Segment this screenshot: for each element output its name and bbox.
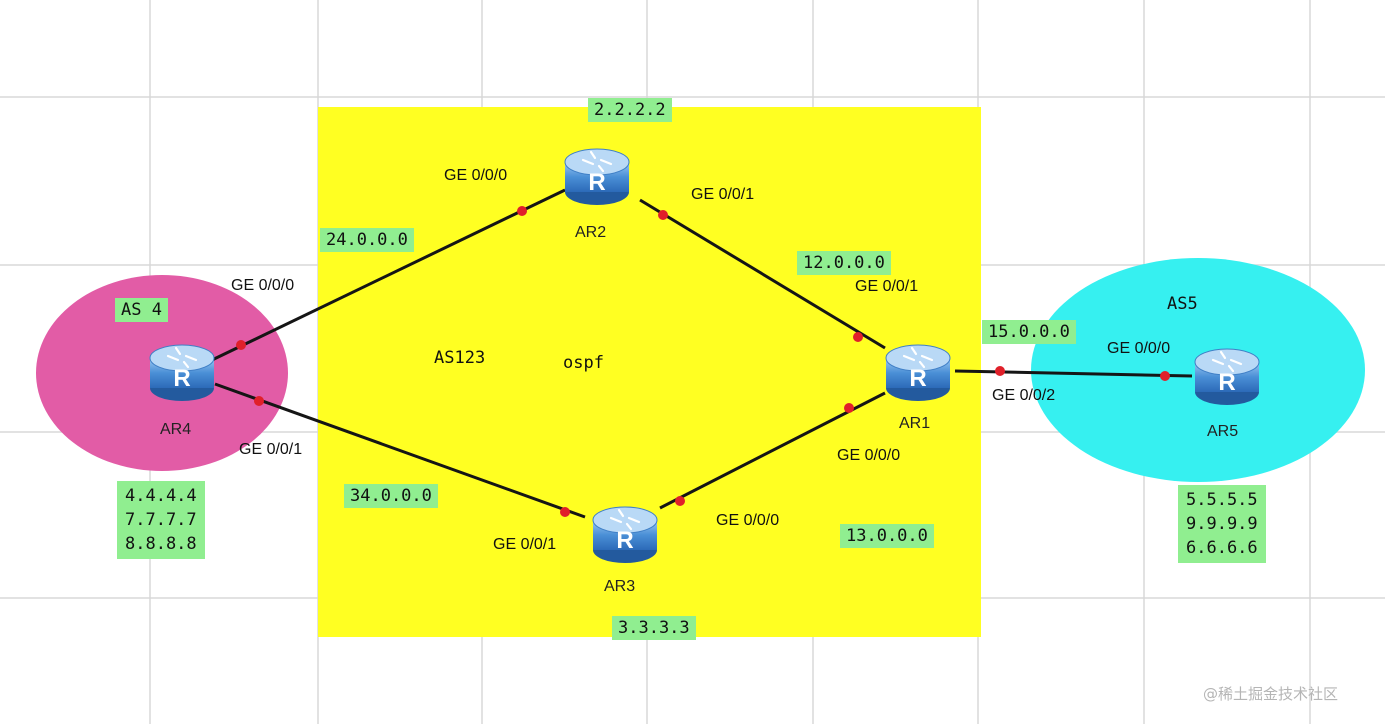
router-ar4-name[interactable]: AR4	[160, 421, 192, 438]
loopback-item: 4.4.4.4	[125, 486, 197, 506]
router-ar3-name[interactable]: AR3	[604, 578, 636, 595]
router-ar5-icon[interactable]	[1193, 347, 1261, 407]
network-label-12: 12.0.0.0	[797, 251, 891, 275]
interface-label-ar2-g001: GE 0/0/1	[691, 186, 755, 203]
watermark: @稀土掘金技术社区	[1203, 685, 1339, 703]
router-ar4-icon[interactable]	[148, 343, 216, 403]
interface-label-ar5-g000: GE 0/0/0	[1107, 340, 1171, 357]
ospf-label: ospf	[563, 353, 604, 373]
as4-label: AS 4	[115, 298, 168, 322]
router-ar1-name[interactable]: AR1	[899, 415, 931, 432]
port-dot	[675, 496, 685, 506]
interface-label-ar4-g001: GE 0/0/1	[239, 441, 303, 458]
loopback-item: 9.9.9.9	[1186, 514, 1258, 534]
interface-label-ar3-g001: GE 0/0/1	[493, 536, 557, 553]
port-dot	[517, 206, 527, 216]
port-dot	[995, 366, 1005, 376]
port-dot	[658, 210, 668, 220]
network-label-13: 13.0.0.0	[840, 524, 934, 548]
interface-label-ar1-g000: GE 0/0/0	[837, 447, 901, 464]
interface-label-ar1-g002: GE 0/0/2	[992, 387, 1056, 404]
link-ar4-ar3	[214, 382, 586, 519]
loopback-item: 7.7.7.7	[125, 510, 197, 530]
interface-label-ar4-g000: GE 0/0/0	[231, 277, 295, 294]
port-dot	[254, 396, 264, 406]
router-ar1-icon[interactable]	[884, 343, 952, 403]
router-ar3-icon[interactable]	[591, 505, 659, 565]
as123-label: AS123	[434, 348, 486, 368]
interface-label-ar1-g001: GE 0/0/1	[855, 278, 919, 295]
router-ar5-name[interactable]: AR5	[1207, 423, 1239, 440]
link-ar1-ar5	[954, 369, 1193, 378]
interface-label-ar2-g000: GE 0/0/0	[444, 167, 508, 184]
loopback-list-ar4: 4.4.4.4 7.7.7.7 8.8.8.8	[117, 481, 205, 559]
port-dot	[560, 507, 570, 517]
router-ar2-name[interactable]: AR2	[575, 224, 607, 241]
network-label-15: 15.0.0.0	[982, 320, 1076, 344]
port-dot	[853, 332, 863, 342]
loopback-item: 8.8.8.8	[125, 534, 197, 554]
network-label-34: 34.0.0.0	[344, 484, 438, 508]
network-label-24: 24.0.0.0	[320, 228, 414, 252]
port-dot	[1160, 371, 1170, 381]
interface-label-ar3-g000: GE 0/0/0	[716, 512, 780, 529]
loopback-item: 6.6.6.6	[1186, 538, 1258, 558]
loopback-list-ar5: 5.5.5.5 9.9.9.9 6.6.6.6	[1178, 485, 1266, 563]
router-ar2-icon[interactable]	[563, 147, 631, 207]
as5-label: AS5	[1167, 294, 1198, 314]
port-dot	[236, 340, 246, 350]
loopback-item: 5.5.5.5	[1186, 490, 1258, 510]
link-ar4-ar2	[211, 188, 566, 362]
port-dot	[844, 403, 854, 413]
loopback-label-ar3: 3.3.3.3	[612, 616, 696, 640]
loopback-label-ar2: 2.2.2.2	[588, 98, 672, 122]
link-ar2-ar1	[639, 198, 886, 350]
